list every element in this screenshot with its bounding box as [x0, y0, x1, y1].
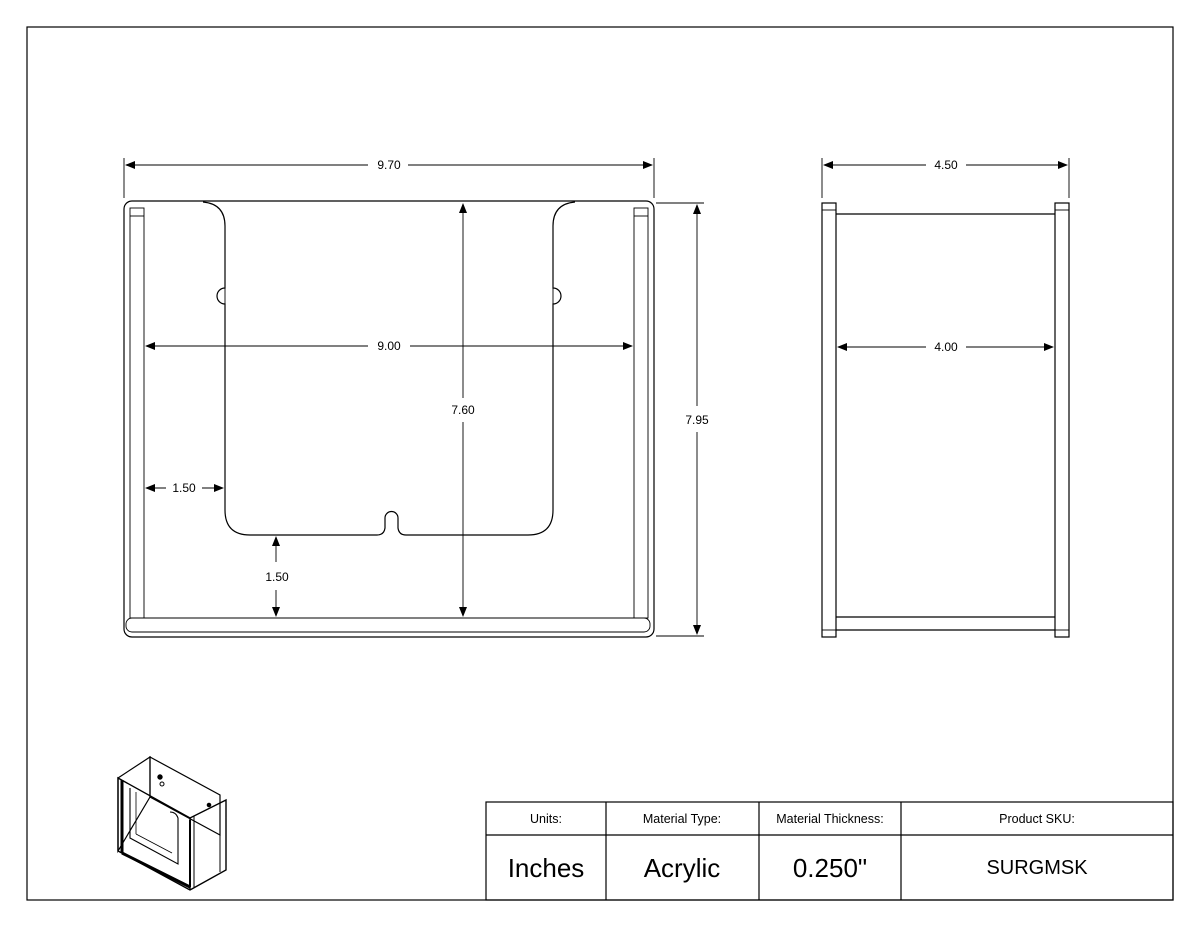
side-view: 4.50 4.00: [821, 158, 1070, 638]
material-thickness-label: Material Thickness:: [776, 812, 883, 826]
dim-side-margin: 1.50: [172, 481, 196, 495]
dim-bottom-margin: 1.50: [265, 570, 289, 584]
front-bottom-edge: [125, 617, 651, 633]
sheet-border: [26, 26, 1174, 901]
front-outline: [123, 200, 655, 638]
front-left-edge: [129, 207, 145, 619]
side-right-panel: [1054, 202, 1070, 638]
side-left-panel: [821, 202, 837, 638]
units-value: Inches: [508, 853, 585, 883]
dim-front-height: 7.95: [685, 413, 709, 427]
product-sku-value: SURGMSK: [986, 857, 1088, 879]
product-sku-label: Product SKU:: [999, 812, 1075, 826]
dim-front-width: 9.70: [377, 158, 401, 172]
dim-front-inner-width: 9.00: [377, 339, 401, 353]
dim-side-width: 4.50: [934, 158, 958, 172]
pocket-cutout: [202, 201, 576, 536]
units-label: Units:: [530, 812, 562, 826]
dim-side-inner-width: 4.00: [934, 340, 958, 354]
front-right-edge: [633, 207, 649, 619]
material-thickness-value: 0.250": [793, 853, 867, 883]
material-type-label: Material Type:: [643, 812, 721, 826]
front-view: 9.70 9.00 7.60 7.95 1.50 1.50: [123, 158, 709, 638]
dim-pocket-height: 7.60: [451, 403, 475, 417]
isometric-preview: [117, 755, 227, 891]
title-block: Units: Material Type: Material Thickness…: [485, 801, 1174, 901]
material-type-value: Acrylic: [644, 853, 721, 883]
